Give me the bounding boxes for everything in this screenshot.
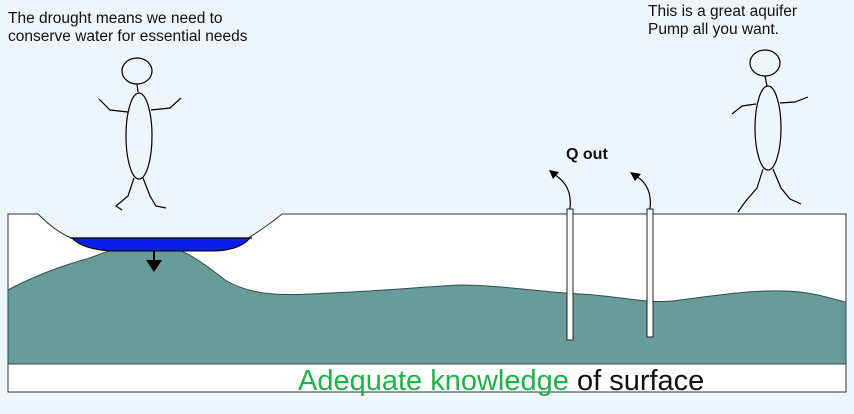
stick-figure-left xyxy=(98,57,182,211)
stick-figure-right xyxy=(731,49,809,213)
well-discharge-label: Q out xyxy=(566,146,608,163)
speech-left-line1: The drought means we need to xyxy=(8,10,223,27)
speech-right-line2: Pump all you want. xyxy=(648,21,779,38)
well-1-arrowhead xyxy=(549,170,559,179)
well-2 xyxy=(646,208,654,338)
well-1-discharge-arrow xyxy=(553,173,571,210)
speech-right-line1: This is a great aquifer xyxy=(648,3,798,20)
caption-rest: of surface xyxy=(568,365,705,397)
speech-right: This is a great aquifer Pump all you wan… xyxy=(648,3,797,39)
well-2-discharge-arrow xyxy=(635,175,651,210)
well-2-arrowhead xyxy=(630,172,641,181)
caption-highlight: Adequate knowledge xyxy=(298,365,569,397)
recharge-arrow-head xyxy=(146,260,162,272)
caption: Adequate knowledge of surface xyxy=(298,364,704,398)
surface-water-pond xyxy=(70,237,252,252)
speech-left: The drought means we need to conserve wa… xyxy=(8,10,248,46)
well-1 xyxy=(566,208,574,341)
speech-left-line2: conserve water for essential needs xyxy=(8,28,248,45)
